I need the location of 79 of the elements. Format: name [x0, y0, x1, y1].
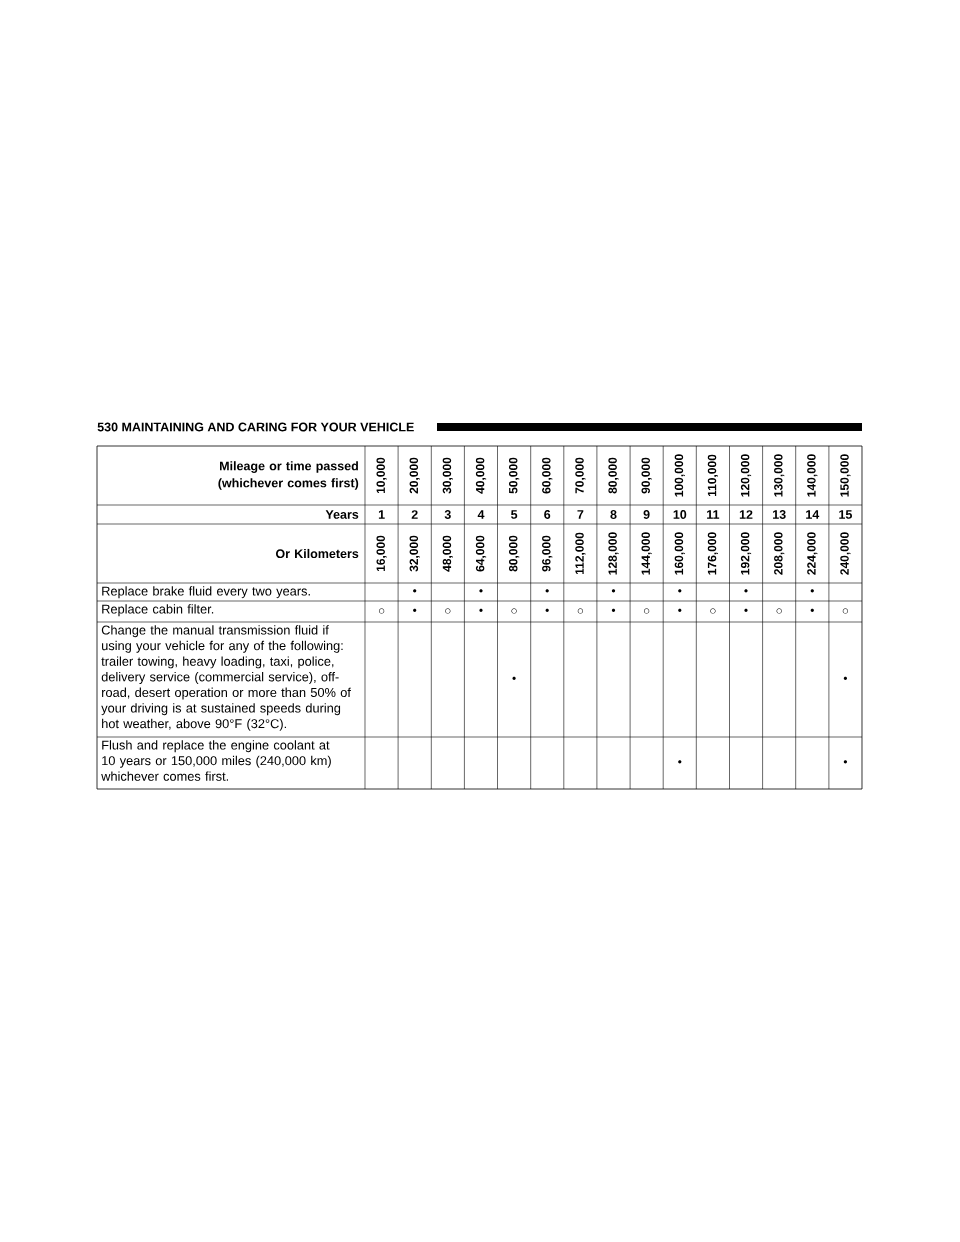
- column-heading: 176,000: [707, 532, 718, 575]
- year-number: 2: [411, 510, 418, 519]
- year-number: 10: [673, 510, 687, 519]
- column-heading: 10,000: [376, 457, 387, 494]
- service-mark: •: [545, 589, 549, 593]
- service-mark: •: [611, 608, 616, 612]
- year-number: 4: [477, 510, 485, 519]
- year-number: 1: [378, 510, 385, 519]
- year-number: 9: [643, 510, 650, 519]
- year-number: 5: [511, 510, 518, 519]
- column-heading: 80,000: [509, 535, 520, 572]
- column-heading: 150,000: [840, 454, 851, 497]
- column-heading: 70,000: [575, 457, 586, 494]
- year-number: 7: [577, 510, 584, 519]
- service-mark: •: [479, 608, 483, 612]
- service-mark: •: [678, 608, 682, 612]
- service-mark: ○: [511, 608, 517, 614]
- service-mark: ○: [577, 608, 584, 614]
- column-heading: 60,000: [542, 457, 553, 494]
- column-heading: 50,000: [509, 457, 520, 494]
- service-mark: •: [678, 589, 682, 593]
- service-mark: •: [545, 608, 549, 612]
- column-heading: 40,000: [475, 457, 487, 494]
- service-mark: •: [810, 589, 814, 593]
- year-number: 15: [839, 510, 852, 519]
- service-description: Replace brake fluid every two years.: [102, 586, 310, 599]
- column-heading: 192,000: [740, 532, 752, 575]
- service-mark: •: [678, 760, 682, 764]
- service-description: Change the manual transmission fluid if using your vehicle for any of the following: trailer towing, heavy loading, taxi, police, delivery service (commercial service), off-road, desert operation or more than 50% of your driving is at sustained speeds during hot weather, above 90°F (32°C).: [101, 625, 351, 731]
- year-number: 8: [610, 510, 617, 519]
- service-mark: •: [843, 676, 848, 680]
- service-mark: ○: [842, 608, 849, 614]
- column-heading: 140,000: [807, 454, 818, 497]
- page-header: 530 MAINTAINING AND CARING FOR YOUR VEHICLE: [97, 422, 414, 432]
- service-mark: •: [413, 589, 417, 593]
- column-heading: 128,000: [608, 532, 619, 575]
- column-heading: 240,000: [840, 532, 851, 575]
- service-mark: ○: [378, 608, 385, 614]
- year-number: 3: [444, 510, 451, 519]
- column-heading: 100,000: [674, 454, 685, 497]
- service-mark: ○: [710, 608, 716, 614]
- column-heading: 48,000: [442, 535, 453, 572]
- row-heading: Mileage or time passed (whichever comes first): [218, 461, 359, 490]
- column-heading: 130,000: [774, 454, 785, 497]
- column-heading: 120,000: [740, 454, 752, 497]
- service-mark: •: [479, 589, 483, 593]
- column-heading: 112,000: [575, 532, 586, 575]
- column-heading: 80,000: [608, 457, 619, 494]
- column-heading: 160,000: [674, 532, 685, 575]
- service-description: Flush and replace the engine coolant at 10 years or 150,000 miles (240,000 km) whichever comes first.: [101, 740, 331, 781]
- column-heading: 90,000: [641, 457, 652, 494]
- row-heading: Or Kilometers: [275, 548, 359, 559]
- service-mark: •: [413, 608, 417, 612]
- service-mark: •: [744, 589, 748, 593]
- column-heading: 96,000: [542, 535, 553, 572]
- column-heading: 144,000: [641, 532, 652, 575]
- column-heading: 224,000: [807, 532, 818, 575]
- column-heading: 32,000: [409, 535, 420, 572]
- service-mark: ○: [643, 608, 650, 614]
- year-number: 13: [773, 510, 786, 519]
- service-mark: ○: [776, 608, 782, 614]
- service-mark: •: [843, 760, 848, 764]
- service-mark: •: [512, 676, 516, 680]
- year-number: 6: [544, 510, 551, 519]
- service-mark: •: [744, 608, 748, 612]
- column-heading: 30,000: [442, 457, 453, 494]
- service-description: Replace cabin filter.: [102, 604, 214, 617]
- column-heading: 16,000: [376, 535, 387, 572]
- service-mark: •: [611, 589, 616, 593]
- column-heading: 64,000: [475, 535, 487, 572]
- service-mark: ○: [445, 608, 451, 614]
- service-mark: •: [810, 608, 814, 612]
- year-number: 12: [739, 510, 753, 519]
- column-heading: 208,000: [774, 532, 785, 575]
- column-heading: 20,000: [409, 457, 420, 494]
- row-heading: Years: [325, 510, 359, 519]
- year-number: 14: [806, 510, 820, 519]
- column-heading: 110,000: [707, 454, 718, 497]
- year-number: 11: [707, 510, 720, 519]
